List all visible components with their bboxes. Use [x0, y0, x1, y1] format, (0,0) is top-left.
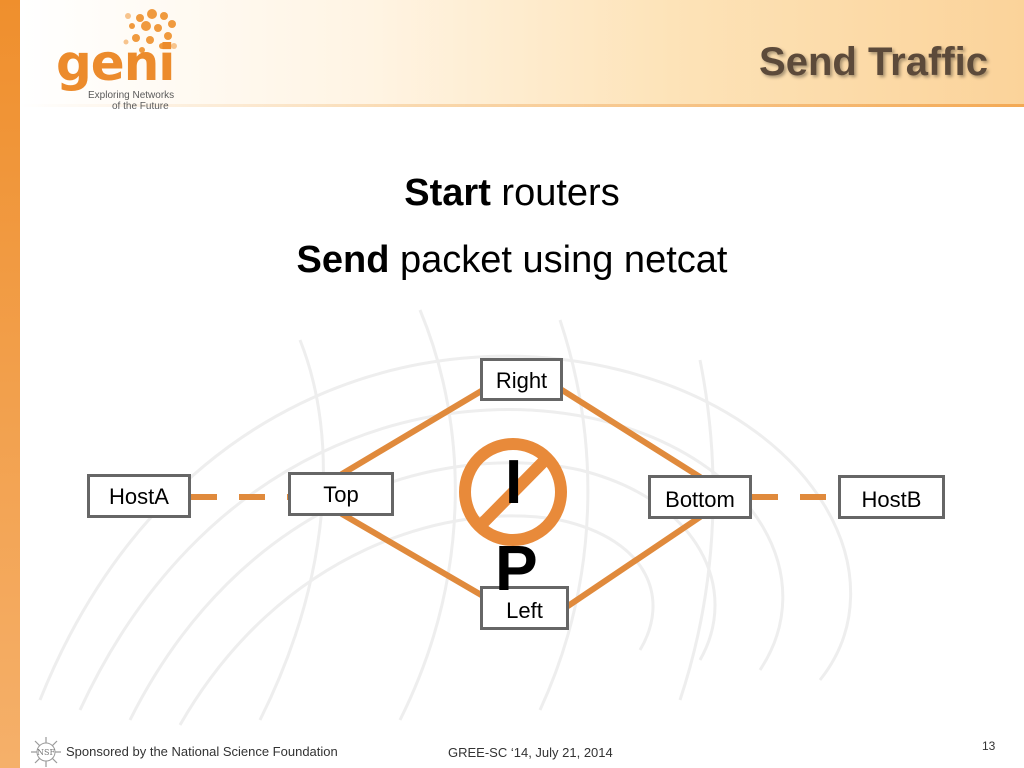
node-hostb: HostB [838, 475, 945, 519]
link-left-bottom [565, 514, 703, 609]
footer-event: GREE-SC ‘14, July 21, 2014 [448, 745, 613, 760]
ip-letter-p: P [495, 532, 538, 604]
node-bottom: Bottom [648, 475, 752, 519]
slide-title: Send Traffic [759, 40, 988, 84]
geni-logo: geni Exploring Networks of the Future [52, 8, 202, 112]
line1-bold: Start [404, 172, 491, 214]
node-hosta: HostA [87, 474, 191, 518]
link-top-right [339, 387, 486, 477]
node-left: Left [480, 586, 569, 630]
logo-tagline-1: Exploring Networks [88, 90, 175, 101]
line2-rest: packet using netcat [389, 239, 728, 281]
logo-dots-graphic [123, 9, 177, 53]
header-band [20, 0, 1024, 106]
node-top: Top [288, 472, 394, 516]
logo-wordmark: geni [56, 34, 175, 92]
link-top-left [339, 511, 486, 599]
line1-rest: routers [490, 172, 620, 214]
no-symbol-icon [459, 438, 567, 546]
nsf-logo: NSF [31, 737, 61, 767]
instruction-line-2: Send packet using netcat [0, 237, 1024, 283]
line2-bold: Send [296, 239, 390, 281]
page-number: 13 [982, 739, 996, 753]
link-right-bottom [559, 387, 703, 480]
logo-tagline-2: of the Future [112, 101, 169, 112]
nsf-logo-text: NSF [37, 748, 55, 757]
left-accent-bar [0, 0, 20, 768]
instruction-line-1: Start routers [0, 170, 1024, 216]
header-divider [20, 104, 1024, 107]
footer-sponsor: Sponsored by the National Science Founda… [66, 744, 338, 759]
ip-letter-i: I [505, 448, 523, 517]
node-right: Right [480, 358, 563, 401]
